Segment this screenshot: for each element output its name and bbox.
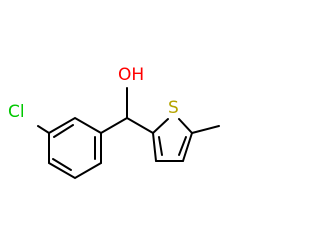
thiophene-inner-bond-2 xyxy=(178,136,187,156)
structure-diagram: OH S Cl xyxy=(8,65,220,180)
benzene-inner-bond-2 xyxy=(52,158,72,171)
thiophene-bond-c3-c2 xyxy=(152,132,157,162)
bond-carbinol-benzene xyxy=(100,117,128,134)
hydroxyl-label: OH xyxy=(118,65,144,85)
bond-benzene-cl xyxy=(37,125,50,134)
thiophene-bond-c2-s xyxy=(152,118,169,134)
bond-methyl xyxy=(191,125,220,134)
sulfur-label: S xyxy=(168,98,179,118)
thiophene-inner-bond-1 xyxy=(158,136,163,156)
atom-labels: OH S Cl xyxy=(8,65,179,122)
thiophene-bond-s-c5 xyxy=(178,118,193,134)
benzene-ring xyxy=(48,116,102,180)
thiophene-bond-c5-c4 xyxy=(182,132,193,162)
bond-carbinol-thiophene xyxy=(126,117,154,134)
chlorine-label: Cl xyxy=(8,102,25,122)
benzene-inner-bond-3 xyxy=(53,124,74,138)
bond-lines xyxy=(37,87,220,180)
